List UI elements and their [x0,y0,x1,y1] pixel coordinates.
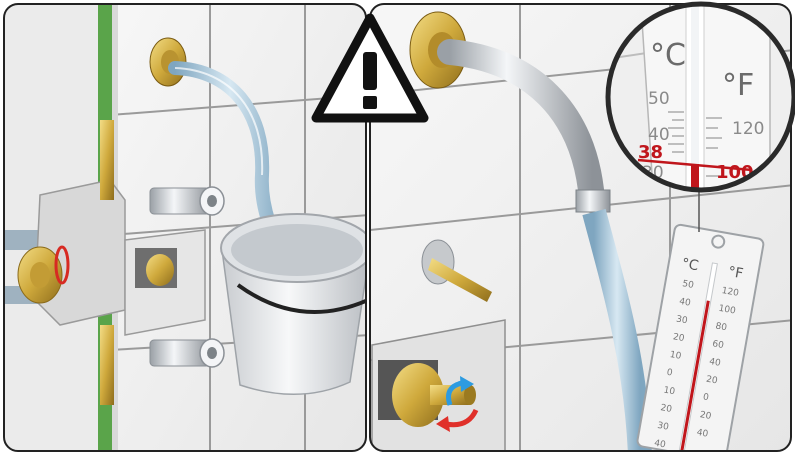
zoom-celsius-unit: °C [650,38,686,73]
full-fahrenheit-unit: °F [727,264,745,282]
zoom-fahrenheit-unit: °F [722,68,754,103]
full-fahrenheit-tick: 80 [715,321,728,333]
full-celsius-tick: 50 [681,279,694,291]
chrome-fitting-upper [150,187,224,215]
full-celsius-tick: 20 [672,332,685,344]
full-celsius-tick: 10 [663,385,676,397]
zoom-fahrenheit-tick-120: 120 [732,119,764,139]
full-celsius-tick: 30 [656,421,669,433]
full-fahrenheit-tick: 20 [705,375,718,387]
zoom-celsius-tick-50: 50 [648,89,670,109]
full-fahrenheit-tick: 60 [711,339,724,351]
full-fahrenheit-tick: 40 [696,428,709,440]
bucket [221,214,373,394]
full-fahrenheit-tick: 40 [708,357,721,369]
full-celsius-tick: 40 [653,439,666,451]
full-celsius-unit: °C [680,256,700,275]
full-celsius-tick: 20 [660,403,673,415]
full-celsius-tick: 10 [669,350,682,362]
full-celsius-tick: 30 [675,315,688,327]
full-fahrenheit-tick: 20 [699,410,712,422]
chrome-fitting-lower [150,339,224,367]
zoom-reading-celsius: 38 [638,142,663,163]
left-panel [0,0,373,455]
full-celsius-tick: 40 [678,297,691,309]
